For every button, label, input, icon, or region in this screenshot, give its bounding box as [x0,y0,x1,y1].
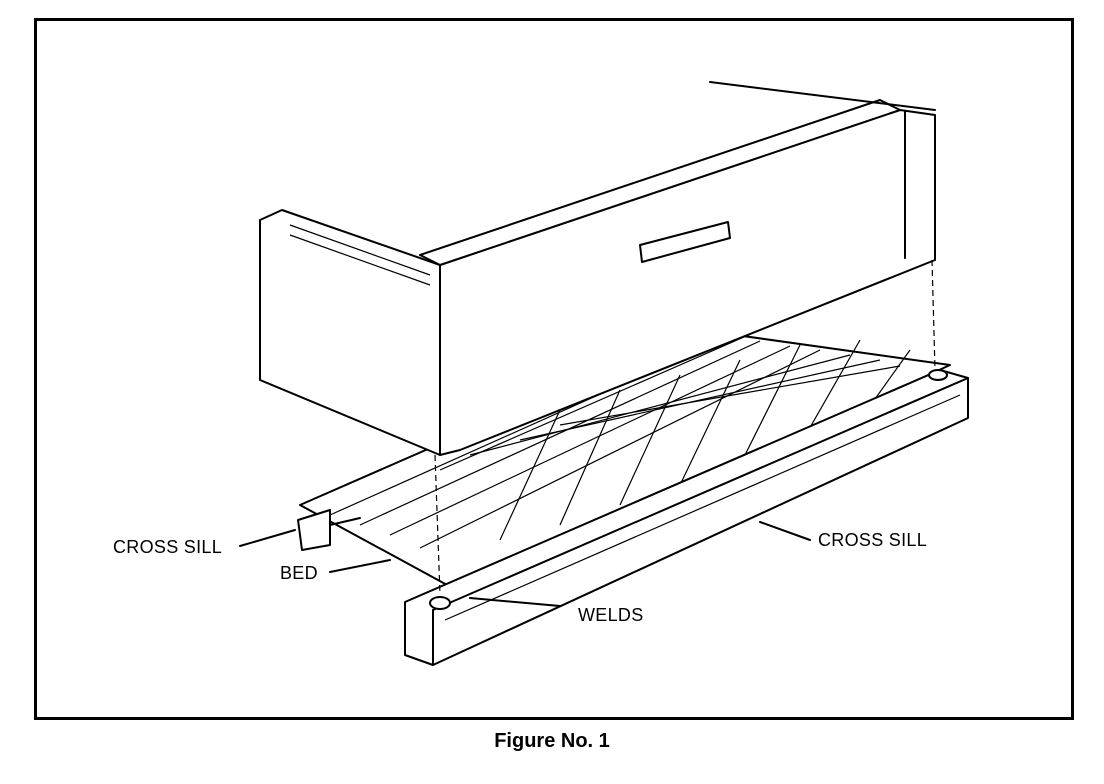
leader-welds [469,597,561,607]
front-cross-sill [404,369,969,666]
label-cross-sill-left: CROSS SILL [113,537,223,557]
alignment-lines [434,259,936,596]
figure-caption: Figure No. 1 [494,730,610,752]
figure-frame [34,18,1074,720]
label-bed: BED [280,563,318,583]
leader-cross-sill-left [239,529,296,547]
leader-bed [329,559,391,573]
label-cross-sill-right: CROSS SILL [818,530,928,550]
truck-body [259,81,936,456]
leader-cross-sill-right [759,521,811,541]
bed-deck [299,329,951,593]
callout-leaders [239,521,811,607]
left-cross-sill [297,509,361,551]
body-handle [639,221,731,263]
label-welds: WELDS [578,605,644,625]
